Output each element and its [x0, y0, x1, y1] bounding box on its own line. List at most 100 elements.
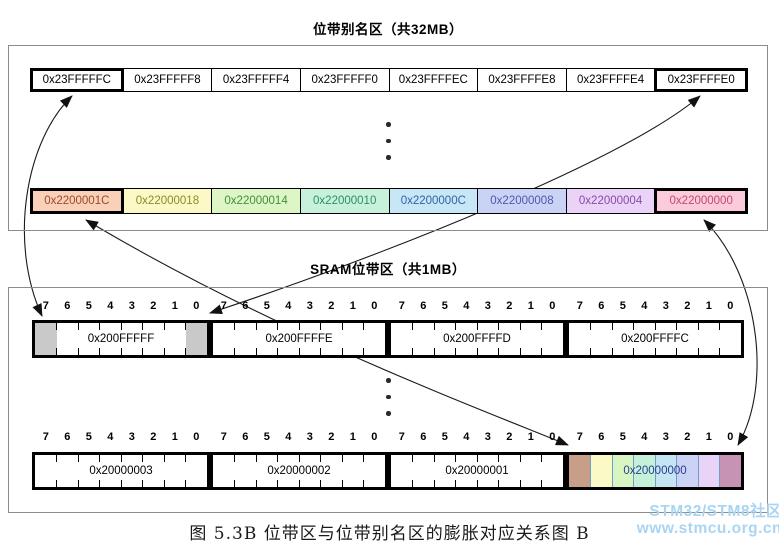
sram-bit-cell — [56, 455, 79, 487]
bit-index-label: 6 — [64, 300, 71, 312]
bit-index-label: 4 — [641, 431, 648, 443]
bit-index-label: 2 — [506, 300, 513, 312]
bit-index-label: 3 — [662, 300, 669, 312]
sram-bit-cell — [298, 323, 321, 355]
bit-index-label: 0 — [193, 431, 200, 443]
sram-bit-cell — [120, 455, 143, 487]
sram-bit-cell — [697, 323, 720, 355]
sram-bit-cell — [676, 455, 698, 487]
alias-word-cell: 0x23FFFFE0 — [654, 68, 748, 92]
sram-bit-cell — [142, 323, 165, 355]
sram-bit-cell — [412, 323, 435, 355]
alias-region-title: 位带别名区（共32MB） — [312, 22, 463, 37]
bit-index-label: 1 — [527, 431, 534, 443]
sram-bit-cell — [142, 455, 165, 487]
bit-index-label: 7 — [398, 431, 405, 443]
alias-word-cell: 0x23FFFFF8 — [122, 68, 213, 92]
watermark-line1: STM32/STM8社区 — [649, 503, 779, 520]
alias-word-cell: 0x23FFFFE4 — [565, 68, 656, 92]
sram-bit-cell — [569, 323, 591, 355]
bit-index-label: 6 — [420, 431, 427, 443]
sram-bit-cell — [611, 455, 634, 487]
sram-bit-cell — [341, 455, 364, 487]
bit-index-label: 6 — [598, 431, 605, 443]
bit-index-label: 7 — [42, 300, 49, 312]
sram-bit-cell — [120, 323, 143, 355]
bit-index-label: 0 — [549, 431, 556, 443]
sram-bit-cell — [234, 323, 257, 355]
bit-index-label: 3 — [484, 300, 491, 312]
bit-index-label: 0 — [371, 300, 378, 312]
sram-bit-cell — [163, 455, 186, 487]
alias-word-cell: 0x23FFFFEC — [388, 68, 479, 92]
alias-address-cell: 0x2200001C — [30, 188, 124, 214]
sram-bit-cell — [363, 455, 386, 487]
sram-bit-cell — [320, 455, 343, 487]
sram-bit-cell — [35, 323, 57, 355]
bit-index-label: 1 — [171, 300, 178, 312]
bit-index-label: 5 — [441, 431, 448, 443]
sram-bit-cell — [697, 455, 720, 487]
sram-bit-cell — [541, 455, 564, 487]
bit-index-label: 6 — [242, 431, 249, 443]
sram-byte-group: 0x200FFFFF — [32, 320, 210, 358]
bit-index-label: 2 — [328, 300, 335, 312]
sram-byte-group: 0x20000001 — [388, 452, 566, 490]
watermark-line2: www.stmcu.org.cn — [636, 520, 779, 537]
sram-bit-cell — [476, 455, 499, 487]
bit-index-label: 1 — [171, 431, 178, 443]
sram-bit-cell — [277, 455, 300, 487]
bit-index-label: 3 — [306, 300, 313, 312]
alias-region-box — [8, 45, 768, 231]
sram-bit-cell — [255, 455, 278, 487]
sram-bit-cell — [391, 455, 413, 487]
bit-index-label: 0 — [549, 300, 556, 312]
watermark: STM32/STM8社区 www.stmcu.org.cn — [637, 503, 779, 537]
bit-index-label: 2 — [150, 300, 157, 312]
sram-byte-group: 0x20000003 — [32, 452, 210, 490]
alias-word-cell: 0x23FFFFF4 — [211, 68, 301, 92]
bit-index-label: 5 — [263, 431, 270, 443]
sram-bit-cell — [590, 455, 612, 487]
bit-index-label: 5 — [619, 431, 626, 443]
sram-region-box — [8, 287, 768, 513]
bit-index-label: 1 — [705, 300, 712, 312]
sram-bit-cell — [590, 323, 613, 355]
bit-index-label: 2 — [684, 431, 691, 443]
sram-bit-cell — [498, 455, 521, 487]
bit-index-label: 1 — [349, 431, 356, 443]
bit-index-label: 4 — [285, 300, 292, 312]
bit-index-label: 4 — [641, 300, 648, 312]
sram-bit-cell — [541, 323, 564, 355]
sram-bit-cell — [320, 323, 343, 355]
bit-index-label: 2 — [328, 431, 335, 443]
sram-bit-cell — [341, 323, 364, 355]
sram-bit-cell — [719, 323, 742, 355]
bit-index-label: 0 — [371, 431, 378, 443]
bit-index-label: 5 — [263, 300, 270, 312]
bit-index-label: 7 — [576, 300, 583, 312]
bit-index-label: 4 — [285, 431, 292, 443]
sram-bit-cell — [569, 455, 591, 487]
sram-bit-cell — [676, 323, 699, 355]
sram-bit-cell — [363, 323, 386, 355]
sram-bit-cell — [433, 323, 456, 355]
bit-index-label: 3 — [306, 431, 313, 443]
bit-index-label: 7 — [220, 300, 227, 312]
ellipsis-vertical-icon — [386, 378, 391, 428]
sram-byte-group: 0x200FFFFE — [210, 320, 388, 358]
bit-index-label: 6 — [64, 431, 71, 443]
sram-bit-cell — [654, 323, 677, 355]
bit-index-label: 4 — [107, 431, 114, 443]
bit-index-label: 2 — [684, 300, 691, 312]
